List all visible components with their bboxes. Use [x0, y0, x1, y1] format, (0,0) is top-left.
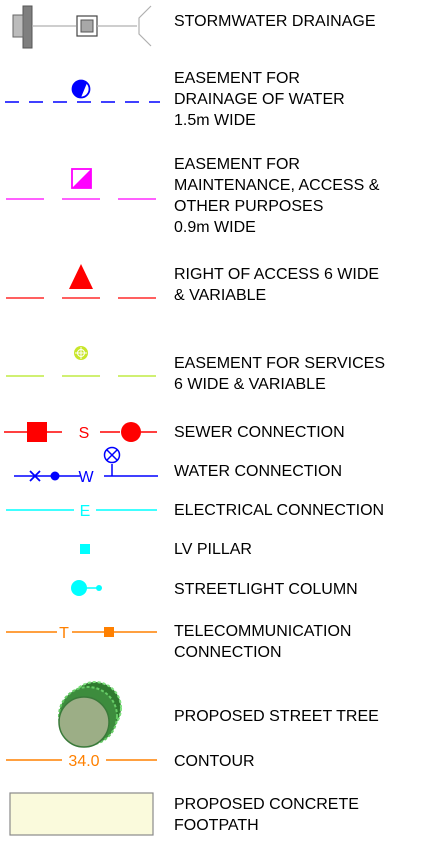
- label-lv-pillar: LV PILLAR: [174, 541, 252, 558]
- label-services-easement: EASEMENT FOR SERVICES 6 WIDE & VARIABLE: [174, 355, 386, 393]
- footpath-rectangle: [9, 792, 154, 836]
- label-sewer-connection: SEWER CONNECTION: [174, 424, 345, 441]
- diagonal-square-icon: [71, 168, 92, 189]
- contour-line: 34.0: [6, 753, 157, 770]
- small-square-icon: [80, 544, 90, 554]
- label-drainage-easement: EASEMENT FOR DRAINAGE OF WATER 1.5m WIDE: [174, 70, 345, 129]
- water-dot-icon: [50, 471, 60, 481]
- cross-icon: [29, 470, 41, 482]
- tree-icon: [58, 681, 122, 748]
- label-telecom-connection: TELECOMMUNICATION CONNECTION: [174, 623, 352, 661]
- sewer-code: S: [79, 425, 90, 442]
- water-code: W: [78, 469, 94, 486]
- legend-symbols: S W E: [4, 5, 160, 836]
- electrical-line: E: [6, 503, 157, 520]
- water-symbol: W: [14, 446, 158, 486]
- circle-quadrant-icon: [71, 79, 91, 99]
- label-stormwater-drainage: STORMWATER DRAINAGE: [174, 13, 376, 30]
- maintenance-easement-symbol: [6, 168, 156, 200]
- right-of-access-symbol: [6, 264, 156, 299]
- label-maintenance-easement: EASEMENT FOR MAINTENANCE, ACCESS & OTHER…: [174, 156, 380, 236]
- telecom-square-icon: [104, 627, 114, 637]
- contour-value: 34.0: [68, 753, 99, 770]
- streetlight-icon: [71, 580, 102, 596]
- label-electrical-connection: ELECTRICAL CONNECTION: [174, 502, 385, 519]
- sewer-circle-icon: [121, 422, 141, 442]
- label-right-of-access: RIGHT OF ACCESS 6 WIDE & VARIABLE: [174, 266, 380, 304]
- valve-icon: [103, 446, 121, 464]
- label-concrete-footpath: PROPOSED CONCRETE FOOTPATH: [174, 796, 359, 834]
- sewer-square-icon: [27, 422, 47, 442]
- label-streetlight-column: STREETLIGHT COLUMN: [174, 581, 358, 598]
- telecom-code: T: [59, 625, 69, 642]
- crosshair-circle-icon: [74, 346, 88, 360]
- label-water-connection: WATER CONNECTION: [174, 463, 342, 480]
- services-easement-symbol: [6, 346, 156, 377]
- triangle-icon: [69, 264, 93, 289]
- label-proposed-street-tree: PROPOSED STREET TREE: [174, 708, 379, 725]
- electrical-code: E: [80, 503, 91, 520]
- telecom-symbol: T: [6, 625, 157, 642]
- label-contour: CONTOUR: [174, 753, 255, 770]
- stormwater-drainage-symbol: [12, 5, 152, 49]
- drainage-easement-symbol: [5, 79, 160, 103]
- sewer-symbol: S: [4, 422, 157, 442]
